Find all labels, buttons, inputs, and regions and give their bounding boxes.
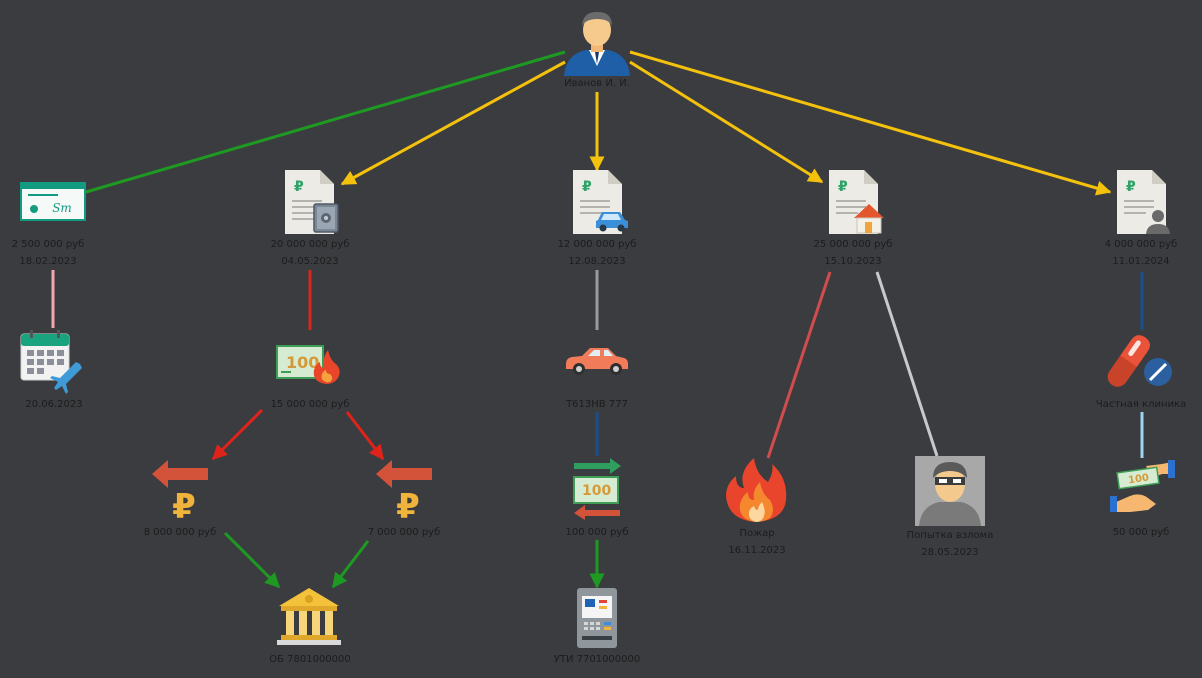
edge-mortgage-fire	[766, 271, 832, 459]
calendar-plane-icon	[20, 330, 82, 394]
refund-right-node[interactable]: ₽	[374, 458, 434, 527]
car-loan-contract-node[interactable]: ₽	[570, 168, 630, 236]
bribe-node[interactable]: 100	[1108, 460, 1176, 518]
safe-icon	[313, 203, 339, 233]
refund-left-node[interactable]: ₽	[150, 458, 210, 527]
fire-icon	[726, 458, 787, 522]
edge-burn-refund-right	[345, 411, 385, 461]
bribe-handover-icon: 100	[1110, 460, 1175, 512]
transfer-label: 100 000 руб	[565, 527, 629, 538]
svg-text:100: 100	[1128, 473, 1150, 487]
edge-mortgage-fraud	[875, 271, 939, 457]
refund-right-label: 7 000 000 руб	[367, 527, 441, 538]
personal-contract-node[interactable]: ₽	[1114, 168, 1176, 236]
edge-root-safe	[340, 60, 566, 186]
safe-contract-node[interactable]: ₽	[282, 168, 342, 236]
fire-node[interactable]	[722, 456, 790, 524]
svg-text:100: 100	[582, 483, 611, 499]
money-burn-label: 15 000 000 руб	[270, 399, 350, 410]
cheque-icon: Sm	[20, 182, 86, 221]
pills-icon	[1107, 335, 1172, 387]
fraud-node[interactable]	[915, 456, 985, 526]
svg-text:100: 100	[286, 353, 319, 372]
svg-text:₽: ₽	[172, 487, 196, 520]
bank-icon	[277, 588, 341, 645]
ruble-refund-icon: ₽	[376, 460, 432, 527]
contract-doc-icon: ₽	[285, 170, 339, 234]
atm-icon	[577, 588, 617, 648]
travel-node[interactable]	[20, 330, 84, 394]
house-icon	[854, 204, 884, 234]
contract-doc-icon: ₽	[573, 170, 628, 234]
person-icon	[564, 11, 630, 76]
money-transfer-icon: 100	[573, 458, 621, 520]
hacker-icon	[915, 456, 985, 526]
edge-root-mortgage	[629, 60, 824, 184]
car-icon	[566, 348, 628, 375]
cheque-node[interactable]: Sm	[20, 180, 86, 222]
refund-left-label: 8 000 000 руб	[143, 527, 217, 538]
bank-node[interactable]	[277, 586, 341, 646]
edge-root-personal	[629, 50, 1112, 196]
car-label: Т613НВ 777	[566, 399, 628, 410]
root-node[interactable]	[562, 8, 632, 78]
svg-text:₽: ₽	[1126, 179, 1136, 195]
money-burn-node[interactable]: 100	[276, 340, 344, 386]
car-badge-icon	[596, 212, 628, 232]
svg-text:₽: ₽	[582, 179, 592, 195]
pills-label: Частная клиника	[1095, 399, 1187, 410]
ruble-refund-icon: ₽	[152, 460, 208, 527]
edge-root-cheque	[85, 50, 566, 194]
svg-text:Sm: Sm	[52, 201, 72, 215]
svg-text:₽: ₽	[294, 179, 304, 195]
car-node[interactable]	[564, 344, 630, 376]
burning-money-icon: 100	[276, 345, 340, 384]
transfer-node[interactable]: 100	[572, 458, 622, 520]
user-silhouette-icon	[1146, 210, 1170, 234]
bank-label: ОБ 7801000000	[269, 654, 351, 665]
bribe-label: 50 000 руб	[1112, 527, 1170, 538]
atm-node[interactable]	[575, 586, 619, 650]
contract-doc-icon: ₽	[829, 170, 884, 234]
mortgage-contract-node[interactable]: ₽	[826, 168, 888, 236]
edge-refund-right-bank	[331, 540, 370, 589]
atm-label: УТИ 7701000000	[553, 654, 641, 665]
edge-refund-left-bank	[223, 531, 281, 589]
root-label: Иванов И. И.	[564, 78, 630, 89]
svg-text:₽: ₽	[396, 487, 420, 520]
pills-node[interactable]	[1106, 332, 1176, 392]
edge-burn-refund-left	[211, 408, 264, 461]
travel-label: 20.06.2023	[25, 399, 83, 410]
svg-text:₽: ₽	[838, 179, 848, 195]
contract-doc-icon: ₽	[1117, 170, 1170, 234]
